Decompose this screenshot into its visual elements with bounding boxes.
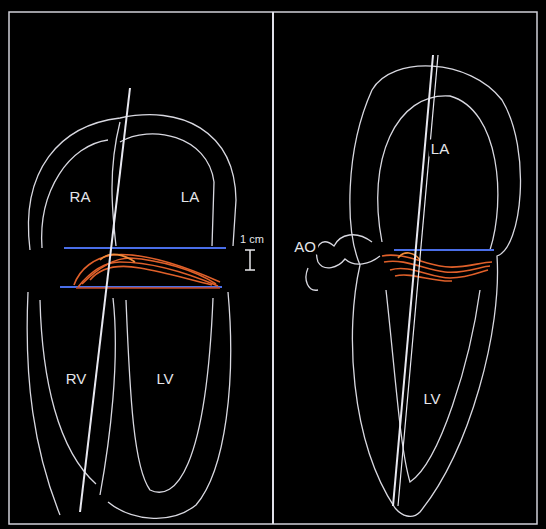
plane-line bbox=[60, 248, 494, 287]
mitral-valve bbox=[74, 253, 492, 288]
chamber-label: RA bbox=[68, 188, 93, 205]
scan-line bbox=[80, 55, 438, 512]
scale-bar bbox=[245, 250, 255, 270]
chamber-label: LA bbox=[429, 140, 451, 157]
chamber-label: RV bbox=[64, 370, 89, 387]
chamber-label: LV bbox=[154, 370, 175, 387]
chamber-label: AO bbox=[292, 238, 318, 255]
heart-outline bbox=[9, 12, 537, 524]
scale-label: 1 cm bbox=[238, 233, 266, 246]
chamber-label: LV bbox=[421, 390, 442, 407]
chamber-label: LA bbox=[179, 188, 201, 205]
